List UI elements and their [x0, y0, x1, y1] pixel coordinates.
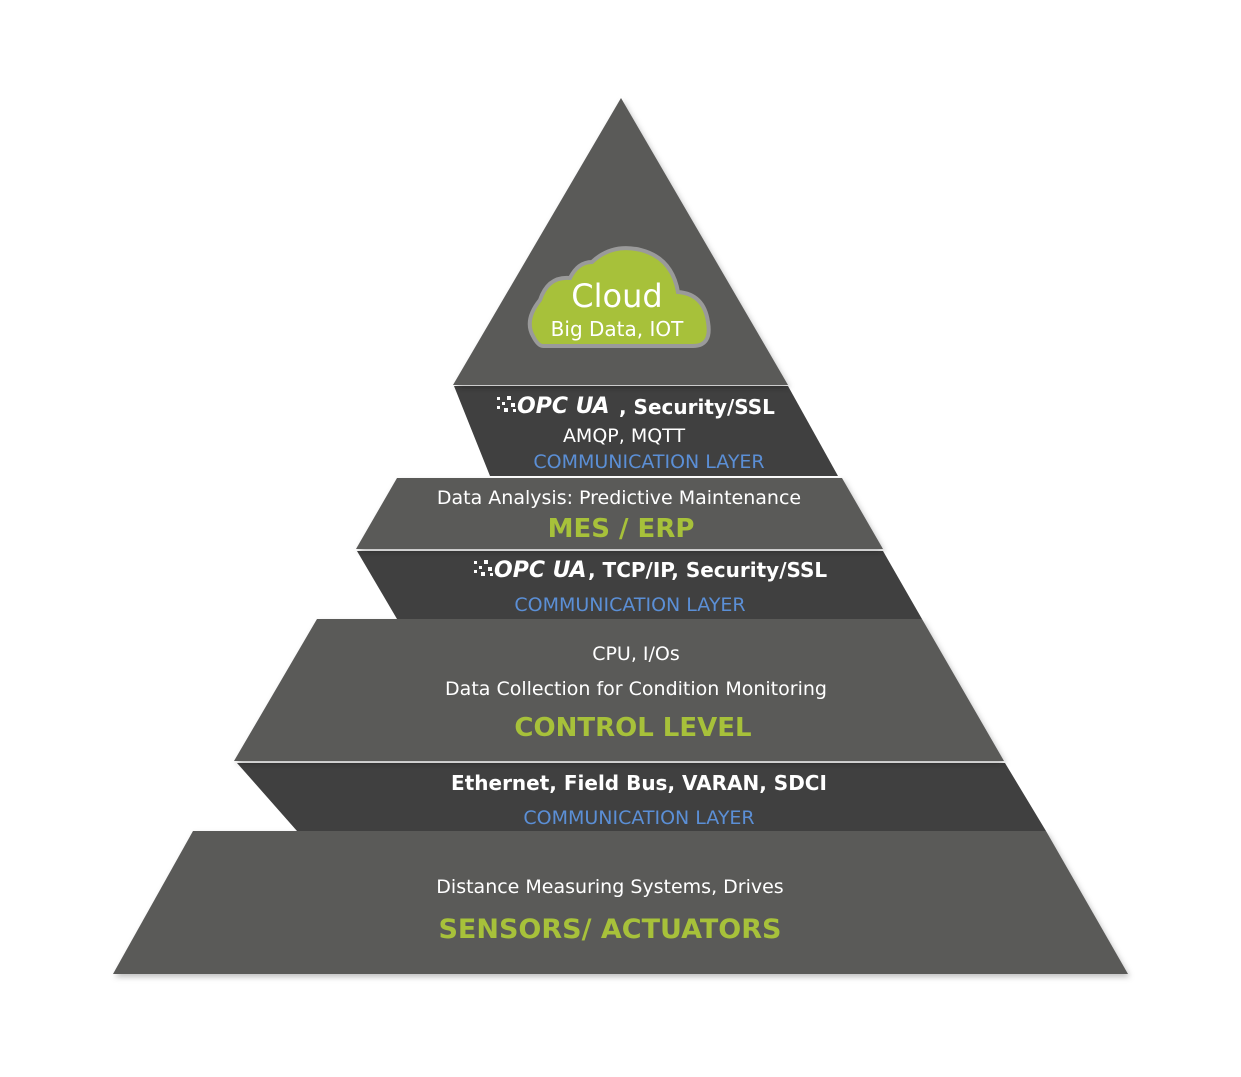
cloud-subtitle: Big Data, IOT: [551, 317, 684, 341]
cloud-title: Cloud: [571, 277, 662, 315]
opc-ua-logo-2-text: OPC UA: [494, 558, 587, 583]
control-line1: CPU, I/Os: [592, 643, 680, 665]
opc-ua-logo-1: OPC UA: [497, 394, 610, 419]
mes-title: MES / ERP: [548, 514, 695, 544]
comm1-line1: , Security/SSL: [619, 395, 775, 419]
comm3-label: COMMUNICATION LAYER: [523, 807, 754, 829]
opc-ua-logo-2: OPC UA: [474, 558, 587, 583]
comm-layer-1: [454, 386, 838, 476]
comm3-line1: Ethernet, Field Bus, VARAN, SDCI: [451, 771, 827, 795]
opc-ua-logo-1-text: OPC UA: [517, 394, 610, 419]
comm1-label: COMMUNICATION LAYER: [533, 451, 764, 473]
sensors-layer: [113, 831, 1128, 974]
control-line2: Data Collection for Condition Monitoring: [445, 678, 827, 700]
control-title: CONTROL LEVEL: [514, 713, 751, 743]
sensors-desc: Distance Measuring Systems, Drives: [436, 876, 783, 898]
mes-layer: [356, 478, 883, 549]
comm-layer-2: [357, 551, 922, 619]
comm-layer-3: [237, 763, 1046, 831]
mes-desc: Data Analysis: Predictive Maintenance: [437, 487, 801, 509]
comm1-line2: AMQP, MQTT: [563, 425, 686, 447]
sensors-title: SENSORS/ ACTUATORS: [438, 914, 781, 945]
comm2-label: COMMUNICATION LAYER: [514, 594, 745, 616]
cloud-icon: [527, 246, 711, 348]
comm2-line1: , TCP/IP, Security/SSL: [588, 558, 827, 582]
control-layer: [234, 619, 1004, 761]
